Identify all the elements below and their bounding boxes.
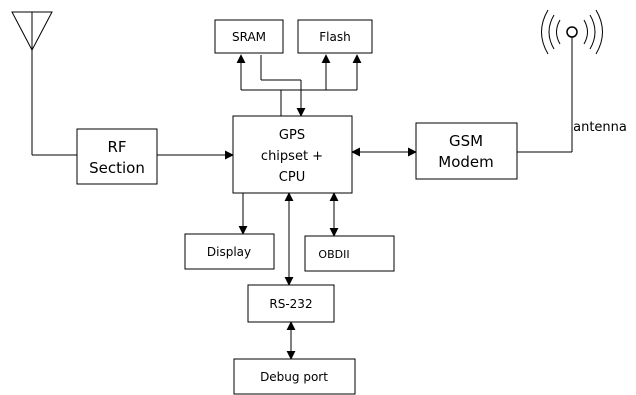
flash-label: Flash — [319, 30, 350, 44]
debug-port-block: Debug port — [233, 358, 356, 395]
flash-block: Flash — [297, 19, 373, 54]
cpu-label-line3: CPU — [279, 170, 305, 185]
sram-label: SRAM — [232, 30, 266, 44]
cpu-block: GPS chipset + CPU — [232, 115, 353, 194]
obd-label: OBDII — [318, 248, 349, 261]
gsm-antenna-icon — [517, 9, 603, 153]
debug-port-label: Debug port — [260, 370, 328, 384]
display-block: Display — [184, 233, 275, 270]
rf-section-block: RF Section — [76, 128, 158, 185]
memory-bus — [236, 54, 362, 117]
gsm-label-line2: Modem — [438, 153, 493, 171]
obd-block: OBDII — [304, 235, 395, 272]
gsm-label-line1: GSM — [449, 132, 483, 150]
cpu-label-line1: GPS — [279, 128, 305, 143]
sram-block: SRAM — [214, 19, 284, 54]
rf-antenna-icon — [11, 11, 77, 156]
display-label: Display — [207, 245, 251, 259]
rs232-block: RS-232 — [247, 284, 335, 323]
rf-label-line1: RF — [107, 138, 126, 156]
rs232-label: RS-232 — [269, 297, 312, 311]
gsm-modem-block: GSM Modem — [415, 122, 518, 180]
rf-label-line2: Section — [89, 159, 145, 177]
cpu-label-line2: chipset + — [261, 149, 323, 164]
antenna-label: antenna — [573, 120, 627, 135]
